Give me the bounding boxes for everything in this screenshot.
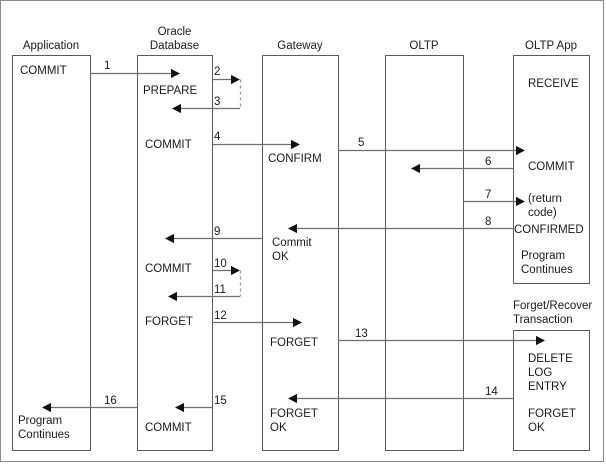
arrow-13 xyxy=(338,335,545,346)
arrow-12 xyxy=(212,317,302,328)
arrow-8 xyxy=(288,223,513,234)
arrow-1 xyxy=(90,68,180,79)
lane-box-oltp xyxy=(385,55,464,451)
arrow-head-16 xyxy=(42,402,51,413)
arrow-head-15 xyxy=(175,402,184,413)
arrow-6 xyxy=(411,163,513,174)
arrow-head-2 xyxy=(231,74,240,85)
arrow-head-6 xyxy=(411,163,420,174)
arrow-head-10 xyxy=(231,265,240,276)
arrow-14 xyxy=(288,393,513,404)
arrow-head-8 xyxy=(288,223,297,234)
arrow-head-13 xyxy=(536,335,545,346)
arrow-head-1 xyxy=(171,68,180,79)
lane-box-oltp-app xyxy=(513,55,590,284)
arrow-head-9 xyxy=(165,233,174,244)
arrow-head-4 xyxy=(291,139,300,150)
lane-box-oltp-app xyxy=(513,330,590,451)
arrow-10 xyxy=(212,265,240,276)
arrow-5 xyxy=(338,145,525,156)
arrow-head-12 xyxy=(293,317,302,328)
arrow-head-5 xyxy=(516,145,525,156)
arrow-3 xyxy=(172,103,240,114)
arrow-2 xyxy=(212,74,240,85)
lane-box-application xyxy=(12,55,91,451)
arrow-head-3 xyxy=(172,103,181,114)
arrow-7 xyxy=(463,196,525,207)
arrow-11 xyxy=(168,291,240,302)
arrow-head-7 xyxy=(516,196,525,207)
arrow-16 xyxy=(42,402,137,413)
arrow-15 xyxy=(175,402,212,413)
lane-box-oracle-database xyxy=(137,55,213,451)
arrow-head-14 xyxy=(288,393,297,404)
arrow-4 xyxy=(212,139,300,150)
lane-box-gateway xyxy=(262,55,339,451)
arrow-head-11 xyxy=(168,291,177,302)
arrow-9 xyxy=(165,233,262,244)
